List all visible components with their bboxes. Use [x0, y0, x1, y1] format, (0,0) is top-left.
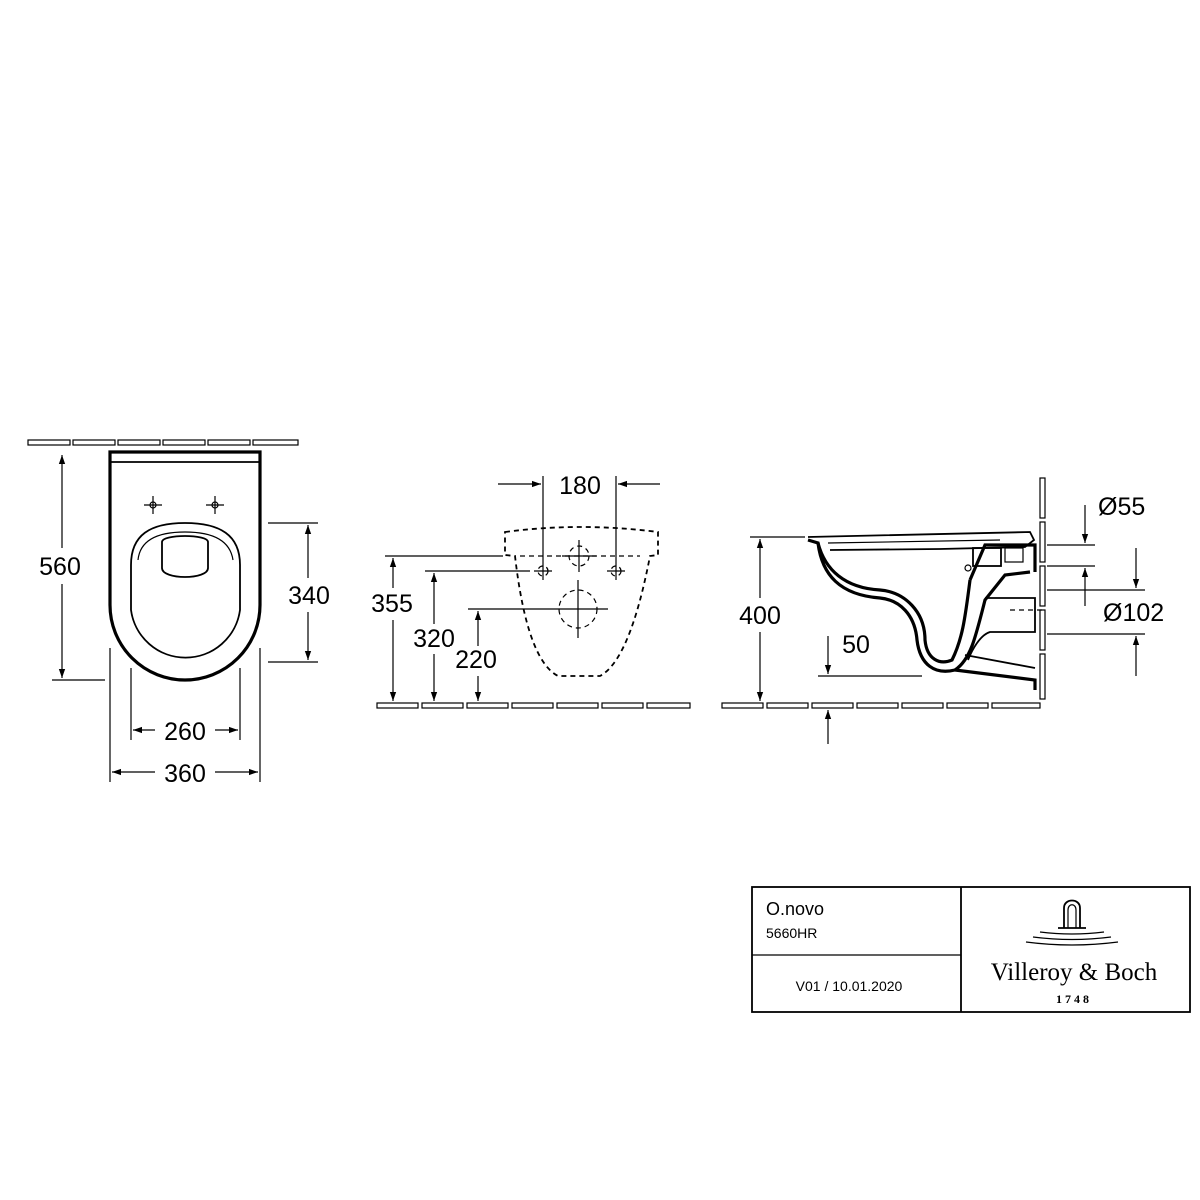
dim-depth-560: 560 — [39, 553, 81, 581]
lid-hinge-cover — [161, 535, 209, 578]
dim-diameter-55: Ø55 — [1098, 493, 1145, 521]
bowl-outline-side — [807, 538, 1031, 673]
brand-year: 1748 — [1056, 992, 1092, 1006]
dim-outer-width-360: 360 — [164, 760, 206, 788]
top-view: 560 340 260 360 — [27, 439, 338, 788]
dim-outlet-offset-50: 50 — [842, 631, 870, 659]
side-view: 400 50 Ø55 Ø102 — [721, 477, 1164, 744]
fixing-hole-icon-right — [607, 562, 625, 580]
floor-hatch-rear — [376, 702, 691, 709]
title-block: O.novo 5660HR V01 / 10.01.2020 Villeroy … — [751, 886, 1191, 1013]
flush-connector — [972, 547, 1002, 567]
fixing-hole-icon-left — [534, 562, 552, 580]
dim-height-220: 220 — [455, 646, 497, 674]
article-number: 5660HR — [766, 925, 817, 941]
dim-inner-width-260: 260 — [164, 718, 206, 746]
wall-hatch-top — [27, 439, 299, 446]
floor-hatch-side — [721, 702, 1041, 709]
dim-fixing-spacing-180: 180 — [559, 472, 601, 500]
version-date: V01 / 10.01.2020 — [796, 978, 903, 994]
fixing-point-icon-left — [144, 496, 162, 514]
dim-diameter-102: Ø102 — [1103, 599, 1164, 627]
rear-view: 180 355 320 220 — [364, 472, 691, 709]
dim-height-400: 400 — [739, 602, 781, 630]
brand-name: Villeroy & Boch — [991, 959, 1158, 986]
bowl-outline-top — [108, 450, 262, 682]
dim-seat-depth-340: 340 — [288, 582, 330, 610]
wall-hatch-side — [1039, 477, 1046, 700]
seat-opening — [130, 522, 241, 659]
outlet-hole-icon — [548, 580, 608, 638]
dim-height-355: 355 — [371, 590, 413, 618]
villeroy-boch-logo: Villeroy & Boch 1748 — [991, 899, 1158, 1006]
dim-height-320: 320 — [413, 625, 455, 653]
bowl-outline-rear — [504, 526, 659, 677]
fixing-point-icon-right — [206, 496, 224, 514]
product-name: O.novo — [766, 899, 824, 919]
